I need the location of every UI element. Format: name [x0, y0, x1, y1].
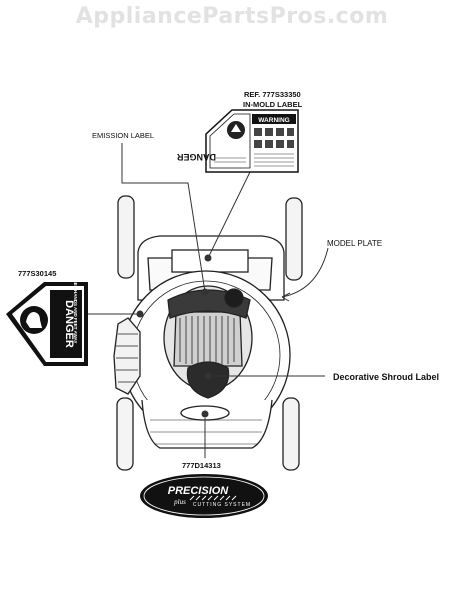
label-part-777d14313: 777D14313 — [182, 461, 221, 470]
side-discharge — [113, 317, 141, 395]
leader-lines — [88, 143, 329, 458]
in-mold-warning-text: WARNING — [258, 117, 289, 124]
left-danger-text: DANGER — [63, 300, 75, 348]
cutting-system-text: CUTTING SYSTEM — [193, 502, 251, 508]
label-ref-number: REF. 777S33350 — [244, 90, 301, 99]
label-model-plate: MODEL PLATE — [327, 239, 382, 248]
rear-left-wheel — [117, 195, 135, 279]
engine-fins — [173, 311, 243, 367]
front-right-wheel — [282, 397, 300, 471]
in-mold-label-decal: DANGER WARNING — [176, 109, 299, 173]
watermark: AppliancePartsPros.com — [75, 4, 389, 29]
left-danger-decal: DANGER KEEP HANDS AND FEET AWAY — [6, 277, 88, 366]
rear-right-wheel — [285, 197, 303, 281]
front-left-wheel — [116, 397, 134, 471]
plus-text: plus — [173, 498, 186, 506]
label-part-777s30145: 777S30145 — [18, 269, 56, 278]
shroud-label-oval — [186, 361, 230, 399]
precision-text: PRECISION — [168, 485, 230, 497]
front-skirt — [141, 399, 273, 449]
left-keep-away-text: KEEP HANDS AND FEET AWAY — [73, 277, 78, 344]
label-decorative-shroud: Decorative Shroud Label — [333, 372, 439, 382]
fuel-cap — [224, 288, 244, 308]
in-mold-danger-text: DANGER — [176, 152, 216, 162]
label-emission: EMISSION LABEL — [92, 131, 154, 140]
label-in-mold: IN-MOLD LABEL — [243, 100, 303, 109]
mower-drawing — [113, 195, 303, 471]
precision-plus-badge: PRECISION plus CUTTING SYSTEM — [140, 474, 268, 518]
